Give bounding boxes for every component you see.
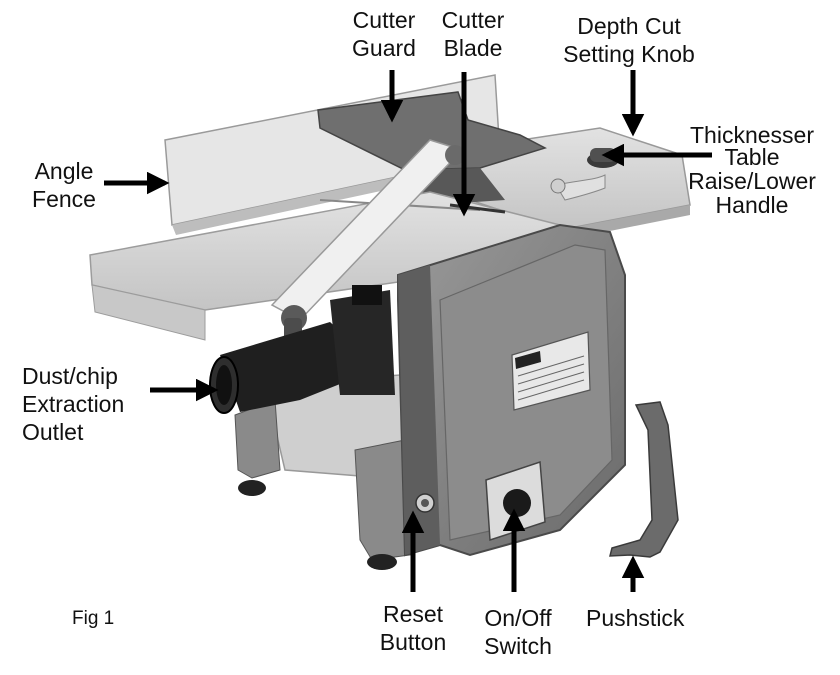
pushstick <box>609 401 679 558</box>
caption-text: Fig 1 <box>72 608 115 629</box>
label-line: Dust/chip <box>22 363 118 389</box>
label-line: Blade <box>443 35 503 61</box>
label-line: Depth Cut <box>577 13 681 39</box>
label-line: Setting Knob <box>563 41 695 67</box>
label-line: Outlet <box>22 419 84 445</box>
label-depth-cut: Depth Cut Setting Knob <box>552 12 706 68</box>
label-dust-outlet: Dust/chip Extraction Outlet <box>22 362 124 446</box>
figure-caption: Fig 1 <box>72 605 114 633</box>
label-line: Raise/Lower <box>688 168 816 194</box>
label-thicknesser: Thicknesser Table Raise/Lower Handle <box>670 121 834 219</box>
label-line: Thicknesser <box>690 122 814 148</box>
thicknesser-handle[interactable] <box>550 174 606 201</box>
label-line: Button <box>379 629 447 655</box>
label-line: Handle <box>715 192 789 218</box>
label-line: Cutter <box>352 7 416 33</box>
guard-arm <box>270 139 465 340</box>
label-line: Fence <box>32 186 96 212</box>
label-pushstick: Pushstick <box>586 604 684 632</box>
label-reset-button: Reset Button <box>370 600 456 656</box>
reset-button[interactable] <box>415 493 435 513</box>
label-line: Reset <box>382 601 444 627</box>
label-line: Guard <box>352 35 416 61</box>
label-line: Angle <box>34 158 94 184</box>
label-line: Cutter <box>441 7 505 33</box>
callout-arrows <box>104 70 712 592</box>
label-cutter-guard: Cutter Guard <box>344 6 424 62</box>
depth-cut-setting-knob[interactable] <box>587 148 619 168</box>
label-cutter-blade: Cutter Blade <box>432 6 514 62</box>
label-on-off-switch: On/Off Switch <box>476 604 560 660</box>
label-line: Table <box>724 144 780 170</box>
label-line: On/Off <box>484 605 552 631</box>
specification-plate <box>511 331 591 411</box>
label-angle-fence: Angle Fence <box>20 157 108 213</box>
label-line: Switch <box>484 633 552 659</box>
label-line: Pushstick <box>586 605 685 631</box>
label-line: Extraction <box>22 391 125 417</box>
